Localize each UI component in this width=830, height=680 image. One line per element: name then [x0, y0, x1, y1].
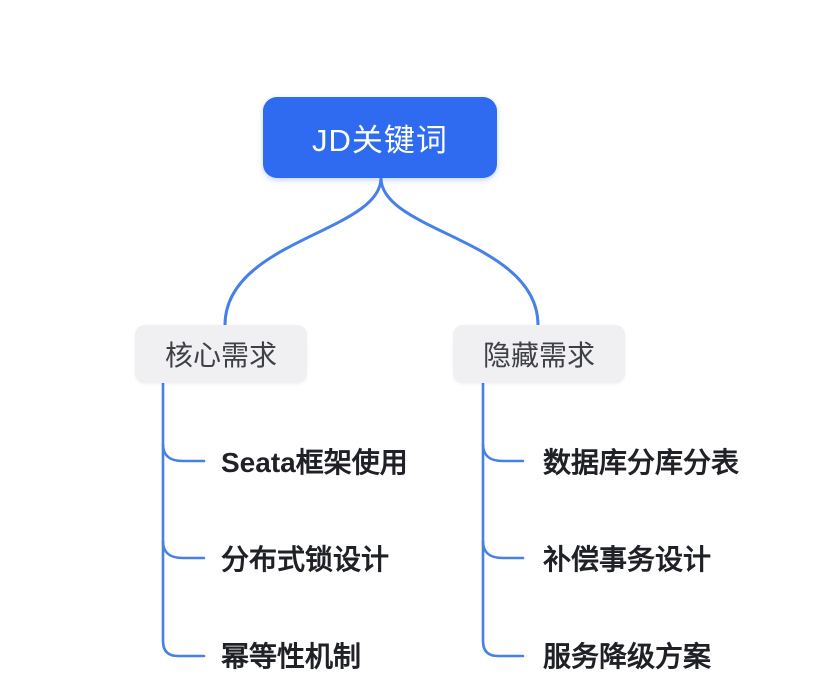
leaf-node-seata-framework[interactable]: Seata框架使用	[221, 447, 408, 478]
leaf-node-idempotency[interactable]: 幂等性机制	[221, 641, 362, 672]
leaf-node-db-sharding[interactable]: 数据库分库分表	[543, 447, 740, 478]
connector-root-to-hidden-branch	[379, 176, 540, 327]
branch-node-hidden[interactable]: 隐藏需求	[453, 325, 625, 383]
root-node[interactable]: JD关键词	[263, 97, 497, 178]
leaf-node-distributed-lock[interactable]: 分布式锁设计	[221, 544, 390, 575]
core-branch-trunk-line	[161, 381, 206, 658]
core-child-2-connector	[161, 539, 206, 560]
connector-root-to-core-branch	[223, 176, 383, 327]
leaf-node-compensating-transaction[interactable]: 补偿事务设计	[543, 544, 712, 575]
branch-node-core-label: 核心需求	[164, 340, 277, 371]
core-child-1-connector	[161, 442, 206, 463]
root-node-label: JD关键词	[312, 123, 448, 158]
leaf-node-service-degradation[interactable]: 服务降级方案	[543, 641, 712, 672]
hidden-child-1-connector	[481, 442, 525, 463]
branch-node-core[interactable]: 核心需求	[135, 325, 307, 383]
hidden-child-2-connector	[481, 539, 525, 560]
hidden-branch-trunk-line	[481, 381, 525, 658]
branch-node-hidden-label: 隐藏需求	[482, 340, 595, 371]
